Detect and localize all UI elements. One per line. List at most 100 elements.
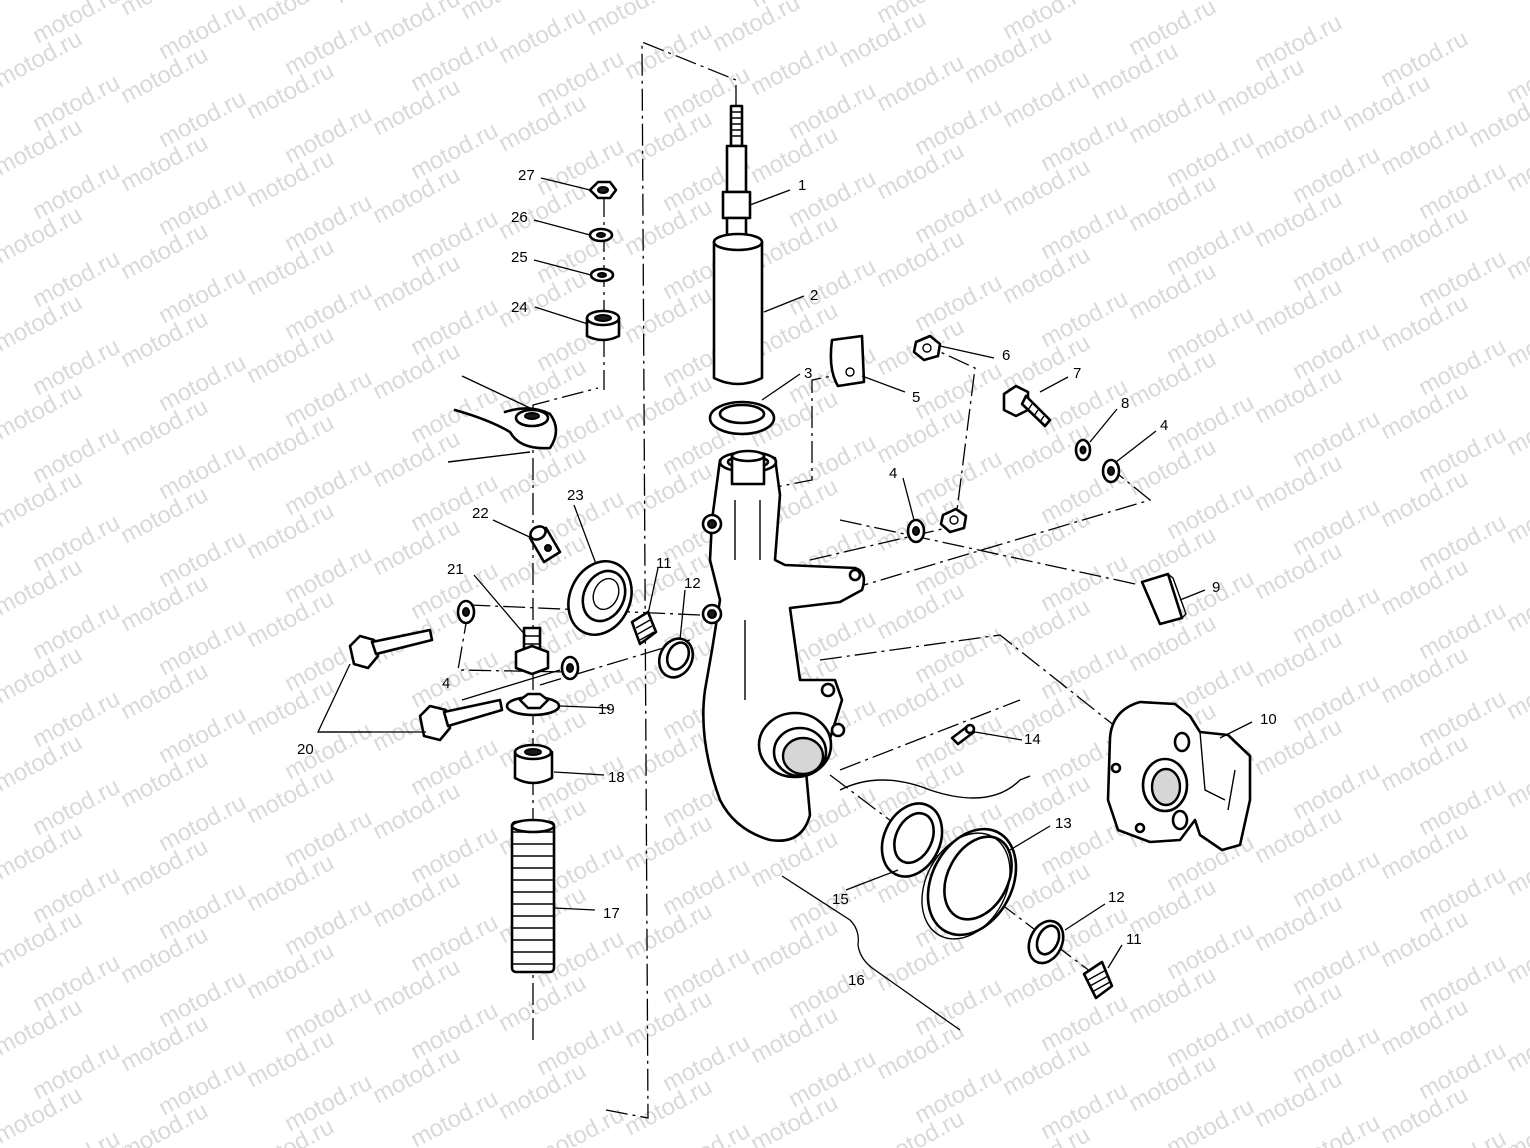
bearing-seal [567,560,633,636]
callout-20: 20 [297,741,314,758]
watermark-text: motod.ru [494,1,590,69]
callout-18: 18 [608,769,625,786]
callout-16: 16 [848,972,865,989]
callout-12-inner: 12 [684,575,701,592]
callout-23: 23 [567,487,584,504]
washer-26 [588,227,614,243]
watermark-text: motod.ru [1502,217,1530,285]
spring-seat [513,743,554,785]
watermark-text: motod.ru [708,0,804,57]
callout-7: 7 [1073,365,1081,382]
callout-3: 3 [804,365,812,382]
washer-25 [589,267,615,283]
callout-8: 8 [1121,395,1129,412]
watermark-text: motod.ru [658,1117,754,1148]
watermark-text: motod.ru [1288,1109,1384,1148]
callout-4-right: 4 [1160,417,1168,434]
shock-mount-arm [447,375,558,463]
bearing-cone-outer [1082,960,1114,1000]
watermark-text: motod.ru [532,1101,628,1148]
callout-4-center: 4 [889,465,897,482]
bearing-cone-inner [630,610,658,646]
callout-5: 5 [912,389,920,406]
watermark-text: motod.ru [1502,305,1530,373]
watermark-text: motod.ru [1502,921,1530,989]
group-bracket [781,875,961,1031]
washer-left-lower [560,655,580,681]
watermark-text: motod.ru [368,0,464,53]
callout-13: 13 [1055,815,1072,832]
callout-19: 19 [598,701,615,718]
callout-17: 17 [603,905,620,922]
watermark-text: motod.ru [1376,113,1472,181]
watermark-text: motod.ru [1502,657,1530,725]
bolt-upper-left [348,628,434,670]
callout-labels: 1 2 3 4 4 4 5 6 7 8 9 10 11 11 12 12 13 … [297,167,1277,989]
callout-25: 25 [511,249,528,266]
watermark-text: motod.ru [406,1085,502,1148]
bearing-cup-outer [1027,919,1065,965]
bolt-lower-left [418,698,504,742]
bolt-caliper [1002,384,1052,428]
leader-lines [316,177,1253,969]
flanged-nut [505,692,561,717]
watermark-text: motod.ru [242,0,338,37]
watermark-text: motod.ru [1502,1097,1530,1148]
watermark-text: motod.ru [1502,569,1530,637]
adjuster-fitting [514,626,550,676]
bushing [585,309,621,342]
bracket-plate [829,334,866,388]
watermark-text: motod.ru [28,1125,124,1148]
nut-upper [912,334,942,362]
grease-fitting [528,525,562,564]
watermark-text: motod.ru [1502,129,1530,197]
callout-14: 14 [1024,731,1041,748]
callout-11-outer: 11 [1126,931,1142,948]
callout-15: 15 [832,891,849,908]
suspension-spring [510,818,556,974]
callout-2: 2 [810,287,818,304]
sealing-ring [880,802,944,878]
watermark-text: motod.ru [1250,97,1346,165]
washer-left-upper [456,599,476,625]
watermark-text: motod.ru [620,17,716,85]
spindle-housing [701,449,866,843]
watermark-text: motod.ru [1162,1093,1258,1148]
callout-6: 6 [1002,347,1010,364]
brake-pad [1140,572,1187,626]
nut-lower [939,507,968,534]
watermark-text: motod.ru [1502,1009,1530,1077]
watermark-text: motod.ru [746,33,842,101]
watermark-text: motod.ru [1502,745,1530,813]
callout-27: 27 [518,167,535,184]
callout-21: 21 [447,561,464,578]
callout-1: 1 [798,177,806,194]
watermark-text: motod.ru [1414,1125,1510,1148]
watermark-text: motod.ru [998,65,1094,133]
callout-11-inner: 11 [656,555,672,572]
callout-9: 9 [1212,579,1220,596]
brake-caliper [1106,700,1252,852]
watermark-text: motod.ru [1502,833,1530,901]
watermark-text: motod.ru [1502,393,1530,461]
seal-ring [708,400,776,436]
lock-nut [588,180,618,200]
callout-26: 26 [511,209,528,226]
watermark-text: motod.ru [1502,481,1530,549]
brake-disc [921,827,1018,940]
watermark-text: motod.ru [582,0,678,41]
callout-10: 10 [1260,711,1277,728]
watermark-text: motod.ru [1124,81,1220,149]
sensor-pin [839,723,1031,799]
bearing-cup-inner [657,637,695,679]
lock-washer [1074,438,1092,462]
watermark-text: motod.ru [872,49,968,117]
washer-center [906,518,926,544]
washer-right [1101,458,1121,484]
spacer-tube [712,232,764,386]
callout-4-left: 4 [442,675,450,692]
callout-22: 22 [472,505,489,522]
callout-12-outer: 12 [1108,889,1125,906]
callout-24: 24 [511,299,528,316]
